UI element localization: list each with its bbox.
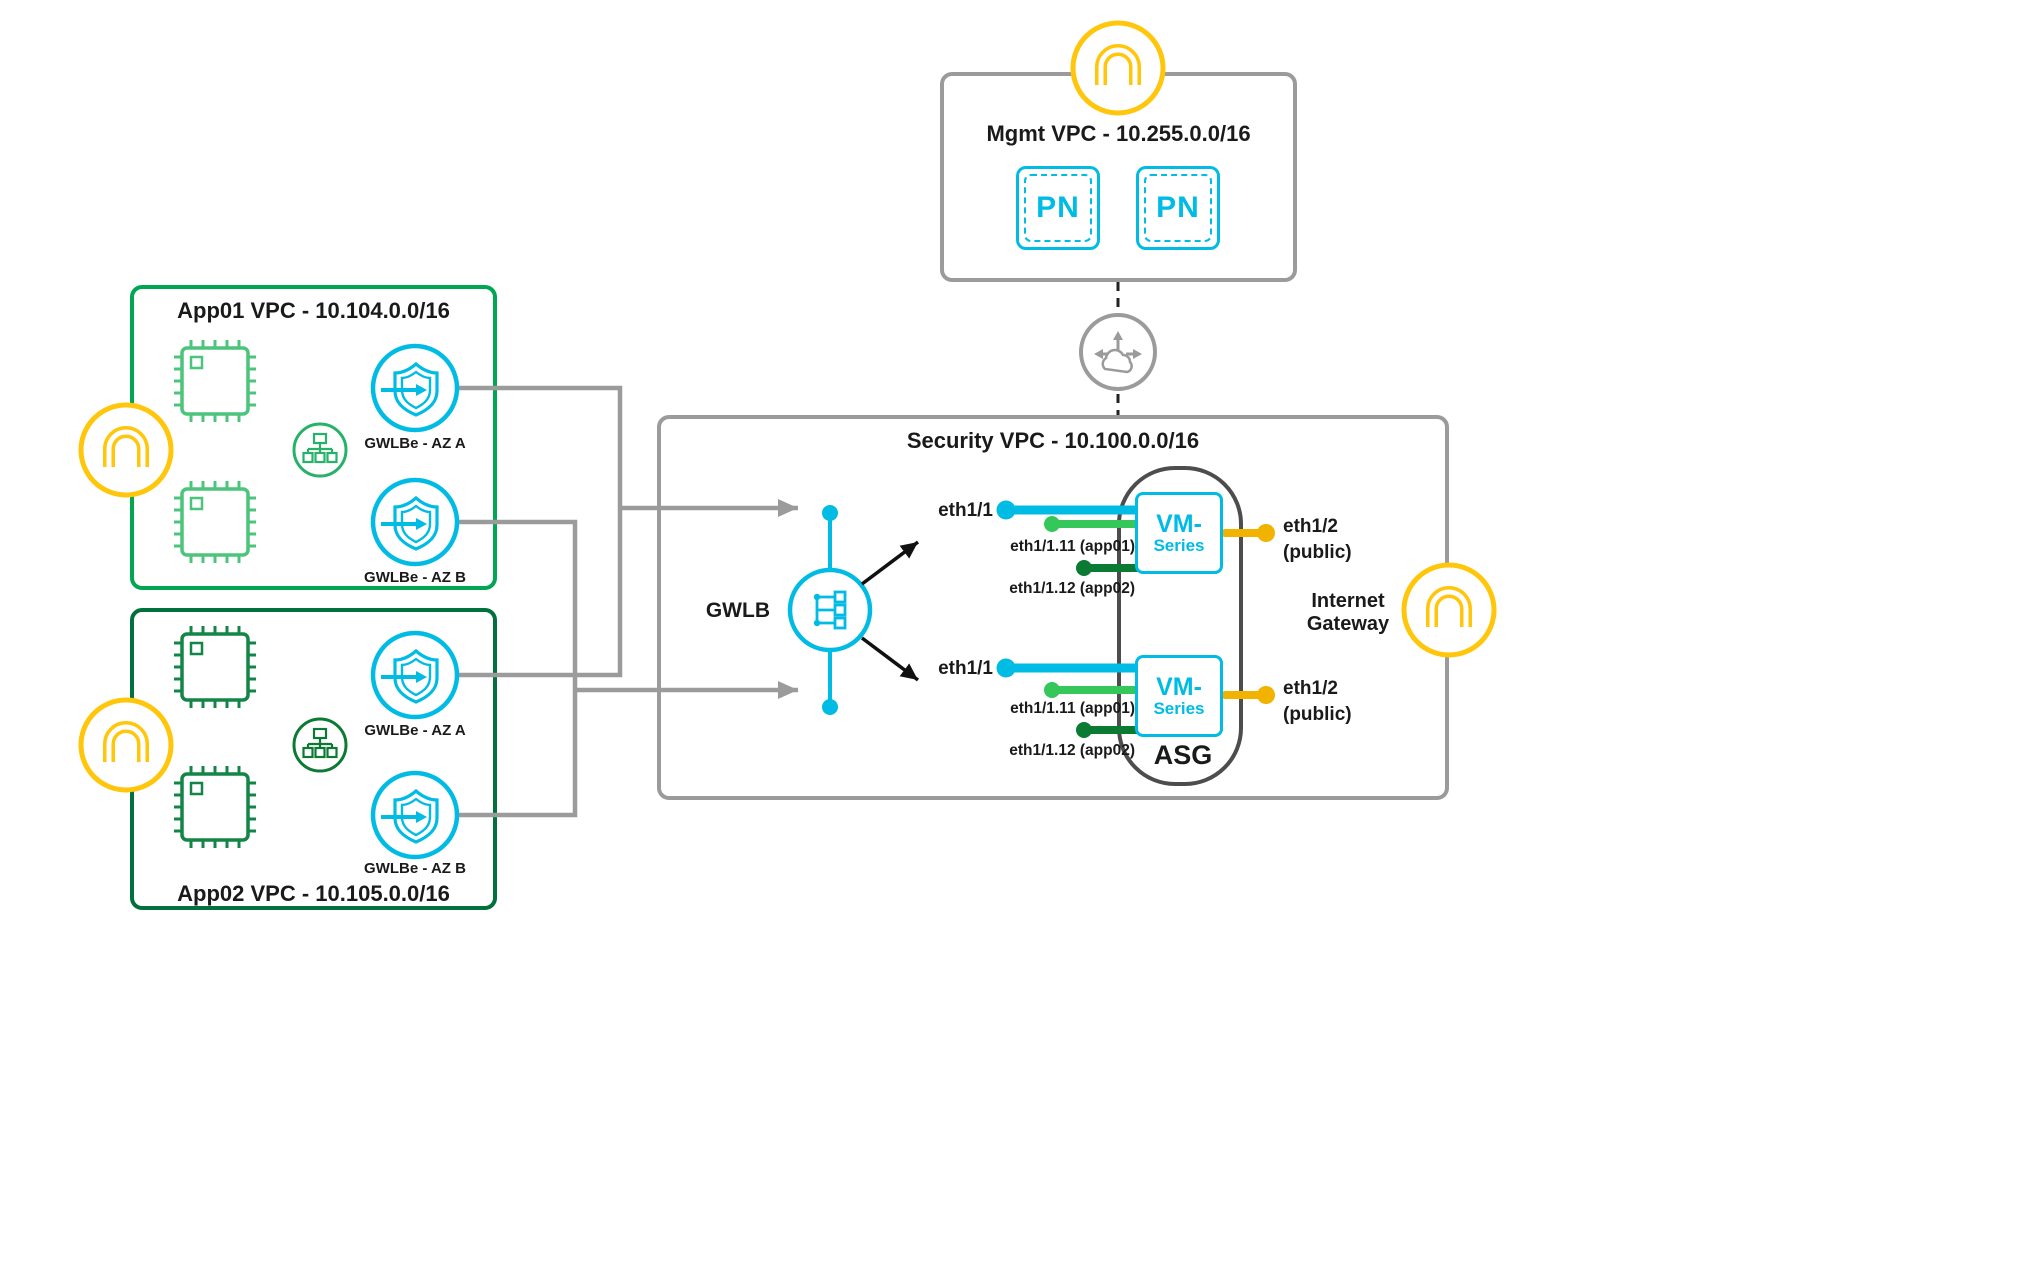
asg-label: ASG (1153, 740, 1213, 770)
vm-series-name-line2: Series (1153, 699, 1205, 719)
internet-gateway-line2: Gateway (1306, 613, 1390, 635)
app01-vpc-title: App01 VPC - 10.104.0.0/16 (177, 298, 450, 323)
fw1-eth1-1-12-label: eth1/1.12 (app02) (1009, 580, 1135, 597)
fw1-eth1-1-11-label: eth1/1.11 (app01) (1010, 538, 1135, 555)
fw2-eth1-1-11-label: eth1/1.11 (app01) (1010, 700, 1135, 717)
fw1-eth1-2-line1: eth1/2 (1283, 516, 1338, 537)
internet-gateway-line1: Internet (1311, 590, 1385, 612)
app02-vpc-title: App02 VPC - 10.105.0.0/16 (177, 881, 450, 906)
internet-gateway-label: Internet Gateway (1292, 590, 1404, 636)
fw1-eth1-2-label: eth1/2 (public) (1283, 514, 1413, 565)
vm-series-firewall-1: VM- Series (1135, 492, 1223, 574)
security-vpc-title: Security VPC - 10.100.0.0/16 (906, 428, 1200, 453)
panorama-instance-1: PN (1016, 166, 1100, 250)
fw2-eth1-1-label: eth1/1 (938, 658, 993, 679)
fw2-eth1-2-label: eth1/2 (public) (1283, 676, 1413, 727)
app02-gwlbe-az-b-label: GWLBe - AZ B (364, 860, 466, 877)
fw2-eth1-2-line2: (public) (1283, 703, 1352, 725)
transit-router-icon (1079, 313, 1157, 391)
fw2-eth1-1-12-label: eth1/1.12 (app02) (1009, 742, 1135, 759)
panorama-instance-2: PN (1136, 166, 1220, 250)
fw1-eth1-1-label: eth1/1 (938, 500, 993, 521)
gwlb-label: GWLB (705, 599, 770, 622)
vm-series-name-line2: Series (1153, 536, 1205, 556)
mgmt-vpc-box (940, 72, 1297, 282)
app01-gwlbe-az-b-label: GWLBe - AZ B (364, 569, 466, 586)
fw1-eth1-2-line2: (public) (1283, 541, 1352, 563)
vm-series-name-line1: VM- (1156, 509, 1202, 538)
vm-series-firewall-2: VM- Series (1135, 655, 1223, 737)
panorama-label: PN (1024, 174, 1092, 242)
mgmt-vpc-title: Mgmt VPC - 10.255.0.0/16 (986, 121, 1251, 146)
fw2-eth1-2-line1: eth1/2 (1283, 678, 1338, 699)
app02-gwlbe-az-a-label: GWLBe - AZ A (364, 722, 466, 739)
app01-gwlbe-az-a-label: GWLBe - AZ A (364, 435, 466, 452)
vm-series-name-line1: VM- (1156, 672, 1202, 701)
panorama-label: PN (1144, 174, 1212, 242)
